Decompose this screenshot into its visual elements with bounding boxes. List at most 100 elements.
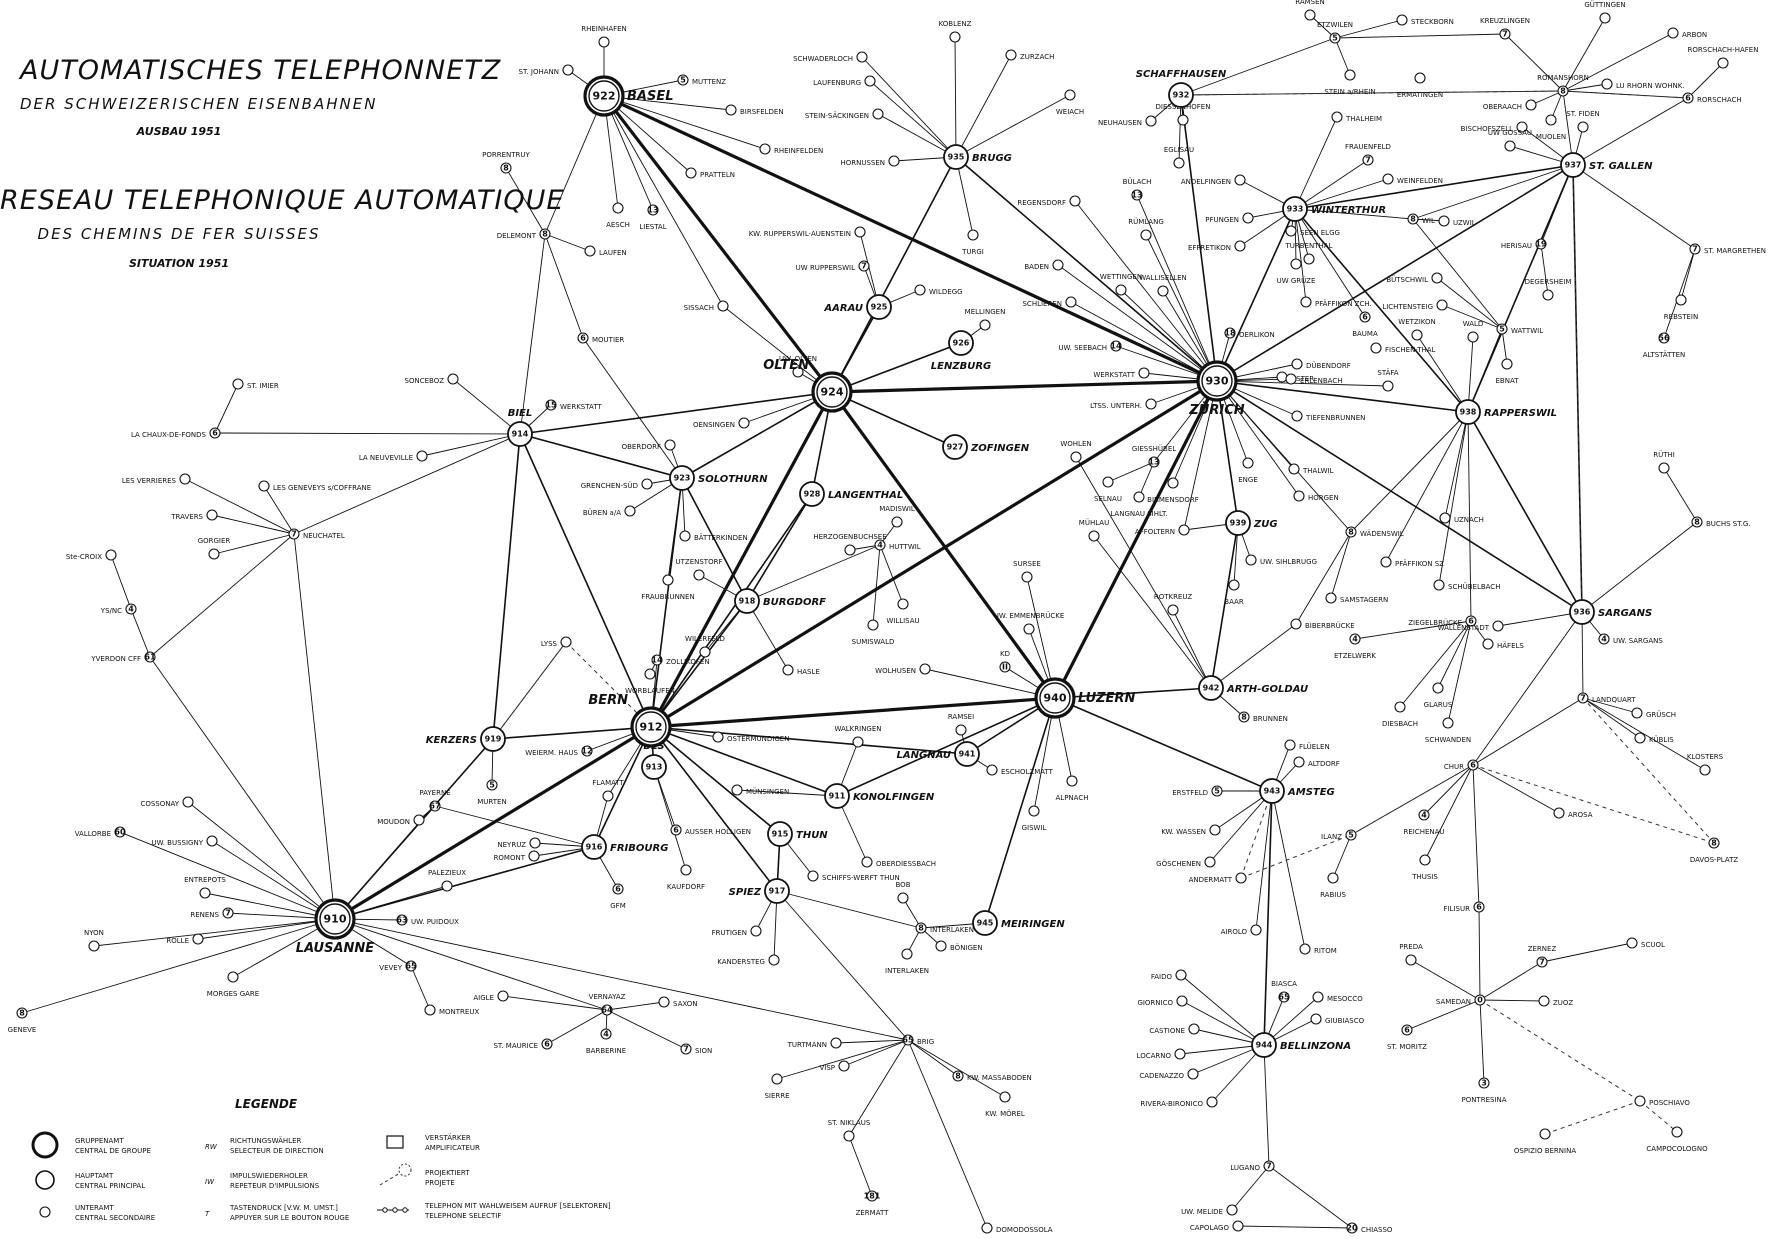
station-weiach[interactable]: WEIACH <box>1056 89 1084 116</box>
station-arbon[interactable]: ARBON <box>1667 27 1707 39</box>
station-flamatt[interactable]: FLAMATT <box>592 779 625 802</box>
station-riverabironico[interactable]: RIVERA-BIRONICO <box>1140 1096 1218 1108</box>
station-schiffswerft[interactable]: SCHIFFS-WERFT THUN <box>807 870 900 882</box>
station-oensingen[interactable]: OENSINGEN <box>693 417 750 429</box>
station-glarus[interactable]: GLARUS <box>1424 682 1453 709</box>
station-ermatingen[interactable]: ERMATINGEN <box>1397 72 1443 99</box>
station-visp[interactable]: VISP <box>819 1060 850 1072</box>
station-uwbussigny[interactable]: UW. BUSSIGNY <box>151 835 218 847</box>
station-oberdorf[interactable]: OBERDORF <box>622 439 676 451</box>
station-giswil[interactable]: GISWIL <box>1022 805 1047 832</box>
station-mellingen[interactable]: MELLINGEN <box>965 308 1006 331</box>
station-andelfingen[interactable]: ANDELFINGEN <box>1181 174 1246 186</box>
station-bob[interactable]: BOB <box>896 881 911 904</box>
station-thusis[interactable]: THUSIS <box>1411 854 1438 881</box>
station-ritom[interactable]: RITOM <box>1299 943 1337 955</box>
station-ostermundigen[interactable]: OSTERMUNDIGEN <box>712 731 789 743</box>
station-fischenthal[interactable]: FISCHEN-THAL <box>1370 342 1436 354</box>
station-hasle[interactable]: HASLE <box>782 664 820 676</box>
station-seenelgg[interactable]: SEEN ELGG <box>1285 225 1340 237</box>
station-altdorf[interactable]: ALTDORF <box>1293 756 1340 768</box>
station-capolago[interactable]: CAPOLAGO <box>1190 1220 1244 1232</box>
station-steinarhein[interactable]: STEIN a/RHEIN <box>1324 69 1376 96</box>
station-interlaken[interactable]: INTERLAKEN <box>885 948 929 975</box>
station-ramsen[interactable]: RAMSEN <box>1295 0 1325 21</box>
station-staefa[interactable]: STÄFA <box>1377 368 1399 392</box>
station-baetterkinden[interactable]: BÄTTERKINDEN <box>679 530 748 542</box>
station-walkringen[interactable]: WALKRINGEN <box>834 725 882 748</box>
station-lesgeneveys[interactable]: LES GENEVEYS s/COFFRANE <box>258 480 371 492</box>
station-zurzach[interactable]: ZURZACH <box>1005 49 1054 61</box>
station-oberdiessbach[interactable]: OBERDIESSBACH <box>861 856 936 868</box>
station-klosters[interactable]: KLOSTERS <box>1687 753 1724 776</box>
station-uwsihlbrugg[interactable]: UW. SIHLBRUGG <box>1245 554 1317 566</box>
station-turgi[interactable]: TURGI <box>961 229 984 256</box>
station-buetschwil[interactable]: BÜTSCHWIL <box>1386 272 1443 284</box>
station-cadenazzo[interactable]: CADENAZZO <box>1139 1068 1199 1080</box>
station-lyss[interactable]: LYSS <box>541 636 572 648</box>
station-sursee[interactable]: SURSEE <box>1013 560 1041 583</box>
station-pfungen[interactable]: PFUNGEN <box>1205 212 1254 224</box>
station-wohlen[interactable]: WOHLEN <box>1060 440 1092 463</box>
station-sissach[interactable]: SISSACH <box>684 300 729 312</box>
station-lichtensteig[interactable]: LICHTENSTEIG <box>1382 299 1448 311</box>
station-montreux[interactable]: MONTREUX <box>424 1004 479 1016</box>
station-biberbruecke[interactable]: BIBERBRÜCKE <box>1290 618 1355 630</box>
station-uwmelide[interactable]: UW. MELIDE <box>1181 1204 1238 1216</box>
station-effretikon[interactable]: EFFRETIKON <box>1188 240 1246 252</box>
station-wetzikon[interactable]: WETZIKON <box>1398 318 1436 341</box>
station-moudon[interactable]: MOUDON <box>377 814 425 826</box>
station-frutigen[interactable]: FRUTIGEN <box>712 925 762 937</box>
station-neuhausen[interactable]: NEUHAUSEN <box>1098 115 1157 127</box>
station-aigle[interactable]: AIGLE <box>473 990 509 1002</box>
station-schwanden[interactable]: SCHWANDEN <box>1425 717 1471 744</box>
station-romont[interactable]: ROMONT <box>494 850 540 862</box>
station-wildegg[interactable]: WILDEGG <box>914 284 963 296</box>
station-stmoritz[interactable]: 6ST. MORITZ <box>1387 1024 1427 1051</box>
station-stimier[interactable]: ST. IMIER <box>232 378 279 390</box>
station-worblaufen[interactable]: WORBLAUFEN <box>625 668 675 695</box>
station-muehlau[interactable]: MÜHLAU <box>1079 518 1109 542</box>
station-uznach[interactable]: UZNACH <box>1439 512 1484 524</box>
station-kwmoerel[interactable]: KW. MÖREL <box>985 1091 1025 1118</box>
station-hornussen[interactable]: HORNUSSEN <box>840 155 900 167</box>
station-tiefenbrunnen[interactable]: TIEFENBRUNNEN <box>1291 410 1365 422</box>
station-cossonay[interactable]: COSSONAY <box>140 796 194 808</box>
station-rolle[interactable]: ROLLE <box>166 933 204 945</box>
station-wallisellen[interactable]: WALLISELLEN <box>1139 274 1187 297</box>
station-enge[interactable]: ENGE <box>1238 457 1258 484</box>
station-sonceboz[interactable]: SONCEBOZ <box>405 373 459 385</box>
